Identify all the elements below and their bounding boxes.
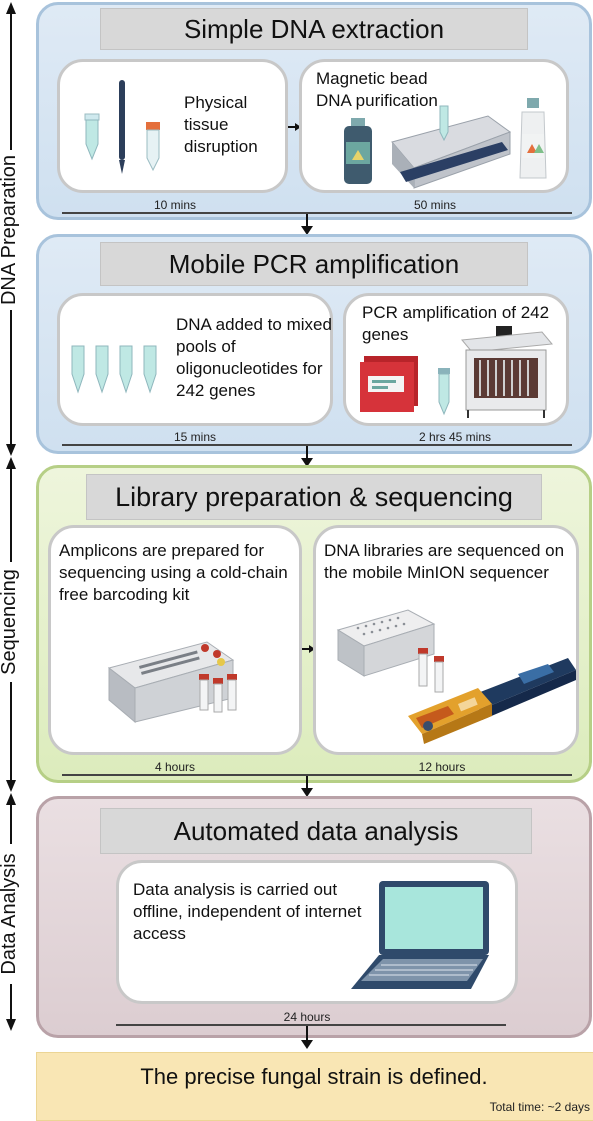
side-label-sequencing: Sequencing <box>0 562 22 682</box>
thermocycler-icon <box>461 326 553 418</box>
step-text-pcr-amplification: PCR amplification of 242 genes <box>362 303 550 344</box>
time-label-pcr: 2 hrs 45 mins <box>418 430 492 444</box>
timeline-library <box>62 774 572 776</box>
arrow-down-icon <box>301 446 313 467</box>
side-label-dna-preparation: DNA Preparation <box>0 150 22 310</box>
step-text-minion-sequencing: DNA libraries are sequenced on the mobil… <box>324 541 565 582</box>
card-tissue-disruption: Physical tissue disruption <box>57 59 288 193</box>
time-label-dna-added: 15 mins <box>173 430 217 444</box>
reagent-bottle-icon <box>344 118 372 184</box>
pestle-icon <box>119 80 125 174</box>
reagent-bottle-icon <box>519 98 547 179</box>
arrow-right-icon <box>302 645 315 653</box>
arrow-up-icon <box>6 2 16 14</box>
card-barcoding: Amplicons are prepared for sequencing us… <box>48 525 302 755</box>
timeline-pcr <box>62 444 572 446</box>
flow-cell-rack-icon <box>336 609 436 677</box>
card-pcr-amplification: PCR amplification of 242 genes <box>343 293 569 426</box>
vials-icon <box>199 674 237 713</box>
timeline-analysis <box>116 1024 506 1026</box>
arrow-down-icon <box>301 214 313 235</box>
step-text-data-analysis: Data analysis is carried out offline, in… <box>133 880 362 943</box>
tube-icon <box>84 113 100 161</box>
step-text-barcoding: Amplicons are prepared for sequencing us… <box>59 541 288 604</box>
card-bead-purification: Magnetic bead DNA purification <box>299 59 569 193</box>
arrow-up-icon <box>6 457 16 469</box>
minion-sequencer-icon <box>408 658 576 744</box>
arrow-right-icon <box>288 123 301 131</box>
stage-title-library: Library preparation & sequencing <box>86 474 542 520</box>
time-label-analysis: 24 hours <box>283 1010 331 1024</box>
card-minion-sequencing: DNA libraries are sequenced on the mobil… <box>313 525 579 755</box>
vials-icon <box>418 648 444 693</box>
card-data-analysis: Data analysis is carried out offline, in… <box>116 860 518 1004</box>
tube-icon <box>146 122 160 172</box>
final-result-text: The precise fungal strain is defined. <box>140 1064 488 1089</box>
time-label-purification: 50 mins <box>413 198 457 212</box>
arrow-down-icon <box>301 1026 313 1049</box>
arrow-down-icon <box>301 776 313 797</box>
arrow-up-icon <box>6 793 16 805</box>
stage-title-extraction: Simple DNA extraction <box>100 8 528 50</box>
step-text-dna-mixed-pools: DNA added to mixed pools of oligonucleot… <box>176 315 332 400</box>
laptop-icon <box>351 881 489 989</box>
magnetic-rack-icon <box>391 105 512 189</box>
time-label-sequencing: 12 hours <box>418 760 466 774</box>
pcr-kit-box-icon <box>360 356 418 412</box>
stage-title-analysis: Automated data analysis <box>100 808 532 854</box>
step-text-tissue-disruption: Physical tissue disruption <box>184 93 258 156</box>
time-label-disruption: 10 mins <box>153 198 197 212</box>
step-text-bead-purification: Magnetic bead DNA purification <box>316 69 438 110</box>
timeline-extraction <box>62 212 572 214</box>
arrow-down-icon <box>6 780 16 792</box>
card-dna-mixed-pools: DNA added to mixed pools of oligonucleot… <box>57 293 333 426</box>
tube-strip-icon <box>71 345 157 394</box>
tube-icon <box>438 368 450 416</box>
time-label-barcoding: 4 hours <box>154 760 196 774</box>
stage-title-pcr: Mobile PCR amplification <box>100 242 528 286</box>
arrow-down-icon <box>6 1019 16 1031</box>
arrow-down-icon <box>6 444 16 456</box>
total-time-label: Total time: ~2 days <box>489 1100 590 1114</box>
side-label-data-analysis: Data Analysis <box>0 844 22 984</box>
